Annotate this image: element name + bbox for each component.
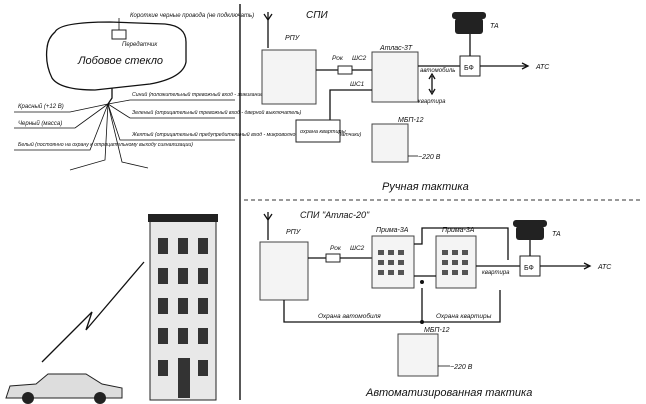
bottom-car-guard-label: Охрана автомобиля [318,312,381,320]
top-power-label: ~220 В [418,154,441,161]
top-guard-label: охрана квартиры [300,129,346,135]
bottom-rok-resistor [325,253,341,263]
wire-blue-label: Синий (положительный тревожный вход - за… [132,91,265,98]
windshield-wiring: Лобовое стекло Короткие черные провода (… [14,13,362,171]
bottom-caption: Автоматизированная тактика [365,387,532,399]
bottom-apartment-label: квартира [482,270,510,276]
transmitter-block [111,29,127,40]
wire-yellow-label: Желтый (отрицательный предупредительный … [131,131,362,138]
top-bf-label: БФ [464,65,474,72]
top-shs2-label: ШС2 [352,55,367,62]
wire-red-label: Красный (+12 В) [18,103,64,110]
transmitter-label: Передатчик [122,42,158,48]
top-shs1-label: ШС1 [350,81,365,88]
wires-note: Короткие черные провода (не подключать) [130,13,254,19]
radio-link-zigzag [41,261,145,363]
top-rok-label: Рок [332,55,344,62]
wire-white-label: Белый (постоянно на охрану к отрицательн… [18,141,193,148]
bottom-shs2-label: ШС2 [350,245,365,252]
manual-tactic: СПИ РПУ Атлас-3Т Рок ШС2 ШС1 охрана квар… [261,10,550,193]
top-guard-box [295,119,341,143]
bottom-system-label: СПИ "Атлас-20" [300,210,370,220]
wire-fan [14,99,235,171]
top-car-label: автомобиль [420,68,455,74]
windshield-outline [45,21,187,91]
top-mbp-label: МБП-12 [398,117,424,124]
car [5,373,123,404]
top-rpu-unit [261,49,317,105]
bottom-power-label: ~220 В [450,364,473,371]
bottom-unit2-label: Прима-3А [442,227,475,234]
bottom-bf-label: БФ [524,265,534,272]
top-main-unit [371,51,419,103]
bottom-rpu-unit [259,241,309,301]
bottom-unit1-label: Прима-3А [376,227,409,234]
bottom-mbp-label: МБП-12 [424,327,450,334]
wire-green-label: Зеленый (отрицательный тревожный вход - … [132,109,302,116]
top-apartment-label: квартира [418,99,446,105]
bottom-mbp-unit [397,333,439,377]
bottom-ats-label: АТС [597,264,612,271]
automated-tactic: СПИ "Атлас-20" РПУ Рок ШС2 Прима-3А Прим… [259,210,612,399]
bottom-apt-guard-label: Охрана квартиры [436,313,492,320]
windshield-title: Лобовое стекло [77,55,163,67]
bottom-rpu-label: РПУ [286,229,302,236]
wire-black-label: Черный (масса) [18,120,62,127]
bottom-ta-label: ТА [552,231,561,238]
top-phone-icon [452,12,486,34]
top-mbp-unit [371,123,409,163]
top-ta-label: ТА [490,23,499,30]
top-ats-label: АТС [535,64,550,71]
top-rpu-label: РПУ [285,35,301,42]
top-rok-resistor [337,65,353,75]
top-caption: Ручная тактика [382,181,469,193]
bottom-rok-label: Рок [330,245,342,252]
building [148,214,218,401]
top-system-label: СПИ [306,10,328,21]
top-main-unit-label: Атлас-3Т [379,45,413,52]
bottom-phone-icon [513,220,547,240]
